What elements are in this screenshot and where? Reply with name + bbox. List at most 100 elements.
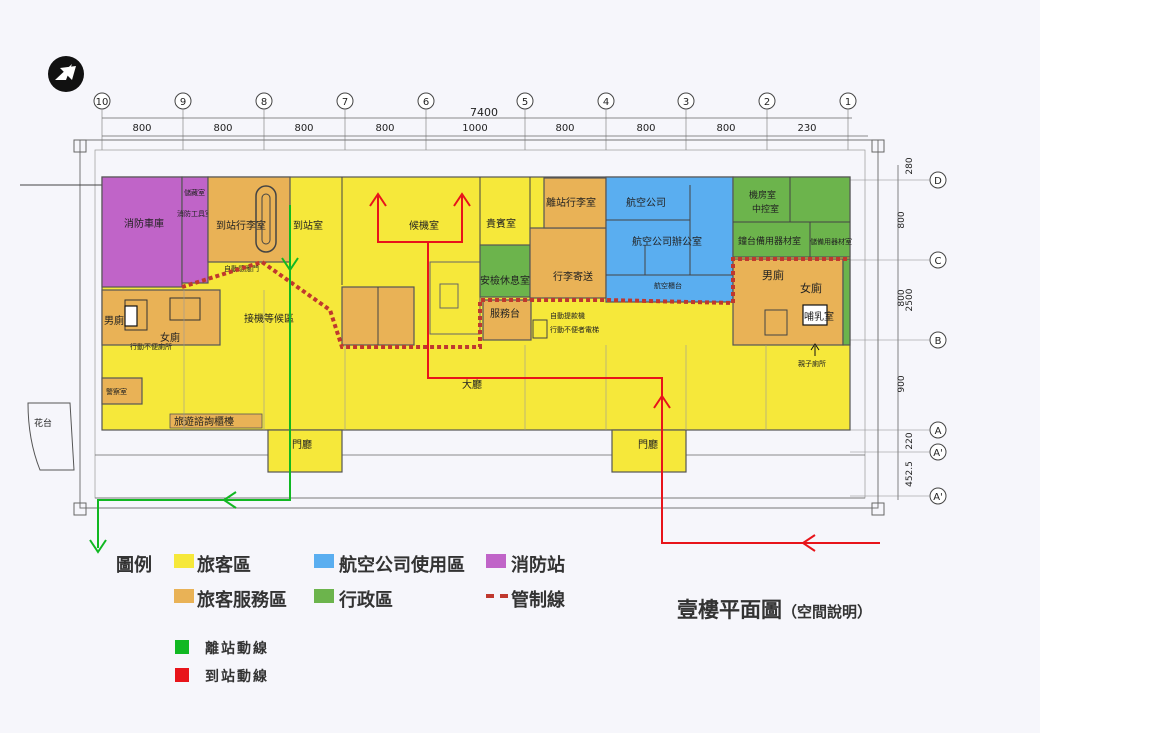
departure-route-swatch <box>175 640 189 654</box>
grid-bubble-col: 5 <box>516 92 534 110</box>
svg-text:A: A <box>935 426 942 437</box>
arrival-room-label: 到站室 <box>293 219 323 232</box>
male-wc-left: 男廁 <box>104 314 124 327</box>
airline-office-label: 航空公司辦公室 <box>632 235 702 248</box>
security-rest-label: 安檢休息室 <box>480 274 530 287</box>
grid-bubble-row: B <box>929 331 947 349</box>
equipment2-label: 儲備用器材室 <box>810 237 852 246</box>
title-sub: （空間說明） <box>782 603 873 621</box>
svg-text:D: D <box>934 176 942 187</box>
arrival-route-label: 到站動線 <box>205 669 269 685</box>
fire-garage-label: 消防車庫 <box>124 217 164 230</box>
baggage-checkin-label: 行李寄送 <box>553 270 593 283</box>
vestibule-right <box>611 429 687 473</box>
info-counter <box>169 413 263 429</box>
airline-counter-label: 航空櫃台 <box>654 281 682 290</box>
dimension-right: 220 <box>905 432 915 449</box>
page-title: 壹樓平面圖（空間說明） <box>677 594 872 624</box>
grid-bubble-col: 8 <box>255 92 273 110</box>
dimension-top: 800 <box>716 123 735 134</box>
legend-swatch-passenger <box>174 554 194 568</box>
female-wc-left: 女廁 <box>160 331 180 344</box>
flower-bed-label: 花台 <box>34 417 52 429</box>
control-line <box>181 257 850 349</box>
right-restrooms <box>732 258 844 346</box>
vestibule-left-label: 門廳 <box>292 438 312 451</box>
grid-bubble-row: D <box>929 171 947 189</box>
vestibule-left <box>267 429 343 473</box>
security-rest-room <box>479 244 531 298</box>
legend-label-fire: 消防站 <box>511 555 565 576</box>
female-wc-right: 女廁 <box>800 281 822 295</box>
legend-swatch-service <box>174 589 194 603</box>
dimension-top: 800 <box>636 123 655 134</box>
vip-room-label: 貴賓室 <box>486 217 516 230</box>
grid-bubble-row: A <box>929 421 947 439</box>
info-counter-label: 旅遊諮詢櫃檯 <box>174 415 234 428</box>
dimension-right: 800 <box>897 289 907 306</box>
equipment-label: 鐘台備用器材室 <box>738 235 801 247</box>
departure-baggage-label-2: 離站行李室 <box>546 196 596 209</box>
engine-room-label: 機房室 <box>749 189 776 201</box>
service-desk <box>482 299 532 341</box>
grid-bubble-row: A' <box>929 443 947 461</box>
dimension-right: 2500 <box>905 288 915 311</box>
arrival-baggage-room <box>207 176 291 263</box>
grid-bubble-col: 6 <box>417 92 435 110</box>
male-wc-right: 男廁 <box>762 268 784 282</box>
dimension-right: 900 <box>897 375 907 392</box>
legend-label-service: 旅客服務區 <box>197 590 287 611</box>
legend-label-admin: 行政區 <box>339 590 393 611</box>
duty-office-label: 警察室 <box>106 387 127 396</box>
grid-bubble-col: 2 <box>758 92 776 110</box>
baggage-checkin-room <box>529 227 607 299</box>
legend-swatch-control <box>486 594 508 598</box>
dimension-right: 800 <box>897 211 907 228</box>
svg-text:8: 8 <box>261 97 267 108</box>
svg-text:10: 10 <box>96 97 109 108</box>
legend-swatch-airline <box>314 554 334 568</box>
svg-text:4: 4 <box>603 97 609 108</box>
title-main: 壹樓平面圖 <box>677 598 782 622</box>
dimension-top: 800 <box>375 123 394 134</box>
arrival-route <box>369 192 880 552</box>
total-dimension: 7400 <box>470 106 498 119</box>
north-arrow-icon <box>48 56 84 92</box>
svg-text:5: 5 <box>522 97 528 108</box>
admin-area <box>732 176 851 258</box>
dimension-top: 230 <box>797 123 816 134</box>
baggage-carousel <box>255 185 277 253</box>
vestibule-right-label: 門廳 <box>638 438 658 451</box>
svg-text:7: 7 <box>342 97 348 108</box>
fire-garage <box>101 176 183 288</box>
departure-route <box>89 205 299 554</box>
dimension-top: 800 <box>294 123 313 134</box>
grid-bubble-col: 9 <box>174 92 192 110</box>
svg-text:B: B <box>935 336 942 347</box>
arrival-baggage-label: 到站行李室 <box>216 219 266 232</box>
dimension-right: 280 <box>905 157 915 174</box>
dimension-top: 1000 <box>462 123 487 134</box>
flower-bed <box>27 402 75 471</box>
arrival-route-swatch <box>175 668 189 682</box>
nursing-room-label: 哺乳室 <box>804 310 834 323</box>
grid-bubble-row: C <box>929 251 947 269</box>
grid-bubble-col: 7 <box>336 92 354 110</box>
airline-area <box>605 176 734 303</box>
legend-label-airline: 航空公司使用區 <box>339 555 465 576</box>
duty-office <box>101 377 143 405</box>
accessible-wc: 行動不便廁所 <box>130 342 172 351</box>
waiting-hall-label: 接機等候區 <box>244 312 294 325</box>
svg-text:6: 6 <box>423 97 429 108</box>
storage-label: 儲藏室 <box>184 188 205 197</box>
legend-swatch-admin <box>314 589 334 603</box>
dimension-top: 800 <box>555 123 574 134</box>
grid-bubble-col: 3 <box>677 92 695 110</box>
svg-text:2: 2 <box>764 97 770 108</box>
legend-title: 圖例 <box>116 555 152 576</box>
svg-text:9: 9 <box>180 97 186 108</box>
elevator-label: 行動不便者電梯 <box>550 325 599 334</box>
auto-doors-label: 自動感應門 <box>224 264 259 273</box>
